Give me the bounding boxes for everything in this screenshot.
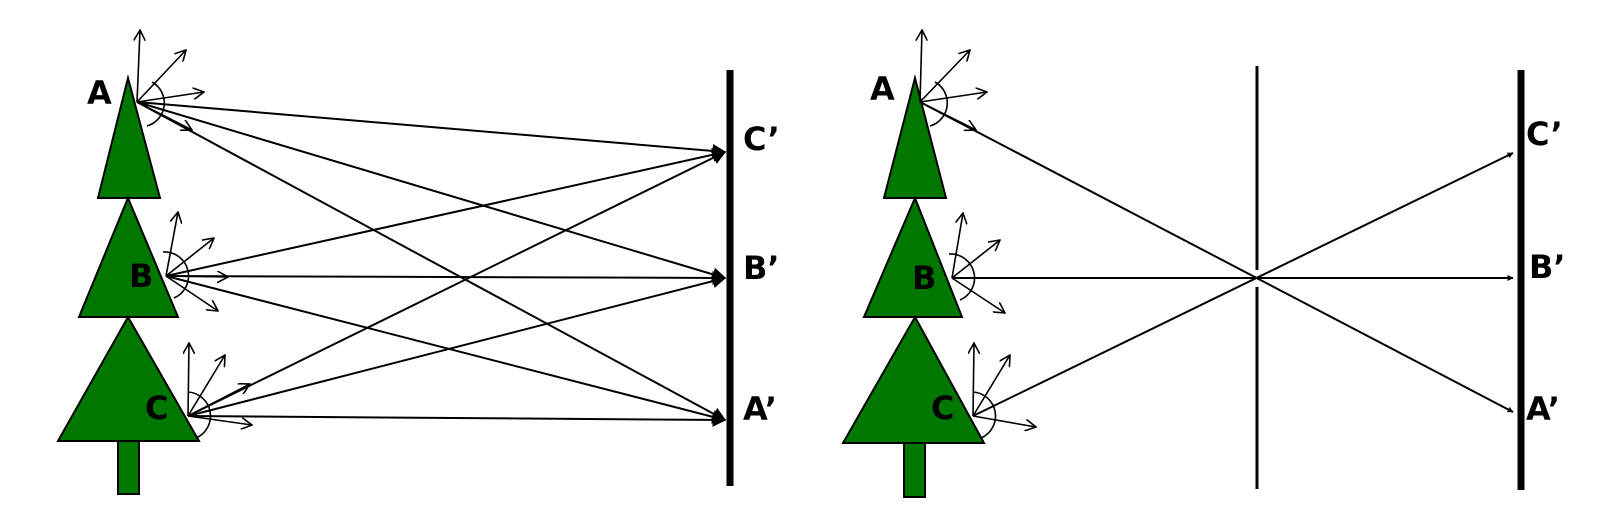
left-b-emission-arrow xyxy=(165,212,178,277)
left-label-c: C xyxy=(145,389,168,427)
right-c-emission-arrow xyxy=(973,343,974,417)
left-ray-a-to-a-prime xyxy=(136,101,727,421)
right-label-c: C xyxy=(931,389,954,427)
left-a-angle-arc xyxy=(146,81,166,127)
right-emission-arrows-c xyxy=(972,343,1036,439)
left-tree-bottom-tier xyxy=(56,314,201,442)
right-c-angle-arc xyxy=(972,391,997,439)
left-screen-label-b-prime: B’ xyxy=(743,249,780,287)
left-b-emission-arrow xyxy=(165,238,214,277)
right-a-angle-arc xyxy=(929,81,949,127)
left-c-angle-arc xyxy=(187,391,212,439)
left-tree xyxy=(56,74,201,495)
left-c-emission-arrow xyxy=(188,343,189,417)
left-ray-a-to-b-prime xyxy=(136,101,727,282)
left-ray-a-to-c-prime xyxy=(136,101,727,158)
right-label-a: A xyxy=(870,70,895,108)
right-a-emission-arrow xyxy=(919,50,970,103)
left-panel: A B C C’ B’ A’ xyxy=(56,30,780,495)
right-tree xyxy=(841,74,986,498)
left-label-a: A xyxy=(87,74,112,112)
right-b-emission-arrow xyxy=(951,277,1005,313)
left-ray-c-to-b-prime xyxy=(187,274,727,417)
right-panel: A B C C’ B’ A’ xyxy=(841,30,1566,498)
right-rays xyxy=(919,101,1514,417)
left-ray-b-to-b-prime xyxy=(165,270,727,285)
right-screen-label-a-prime: A’ xyxy=(1526,390,1560,428)
right-b-emission-arrow xyxy=(951,213,963,279)
right-b-angle-arc xyxy=(948,253,976,301)
left-screen-label-c-prime: C’ xyxy=(743,120,780,158)
left-rays xyxy=(136,101,727,427)
right-ray-a-to-a-prime xyxy=(919,101,1514,413)
left-label-b: B xyxy=(129,257,153,295)
left-ray-b-to-c-prime xyxy=(165,147,727,277)
right-a-emission-arrow xyxy=(920,30,922,103)
left-a-emission-arrow xyxy=(137,30,140,103)
left-a-emission-arrow xyxy=(136,50,186,103)
left-emission-arrows-a xyxy=(137,30,204,130)
right-ray-c-to-c-prime xyxy=(972,152,1514,417)
left-emission-arrows-c xyxy=(187,343,252,439)
right-b-emission-arrow xyxy=(951,240,1000,279)
right-emission-arrows-a xyxy=(920,30,987,130)
right-label-b: B xyxy=(912,259,936,297)
left-emission-arrows-b xyxy=(162,212,228,311)
right-emission-arrows-b xyxy=(948,213,1005,313)
right-tree-middle-tier xyxy=(862,195,964,318)
right-screen-label-c-prime: C’ xyxy=(1526,115,1563,153)
left-ray-c-to-c-prime xyxy=(187,151,727,417)
right-a-emission-arrow xyxy=(919,92,987,103)
left-c-emission-arrow xyxy=(187,355,225,417)
left-ray-c-to-a-prime xyxy=(187,412,727,427)
right-c-emission-arrow xyxy=(972,415,1036,427)
left-b-emission-arrow xyxy=(165,275,218,311)
left-ray-b-to-a-prime xyxy=(165,275,727,424)
right-tree-bottom-tier xyxy=(841,314,986,444)
left-a-emission-arrow xyxy=(136,92,204,103)
left-c-emission-arrow xyxy=(187,415,252,425)
right-tree-trunk xyxy=(903,442,926,498)
left-tree-trunk xyxy=(117,440,140,495)
right-c-emission-arrow xyxy=(972,355,1010,417)
right-screen-label-b-prime: B’ xyxy=(1529,248,1566,286)
left-screen-label-a-prime: A’ xyxy=(743,390,777,428)
